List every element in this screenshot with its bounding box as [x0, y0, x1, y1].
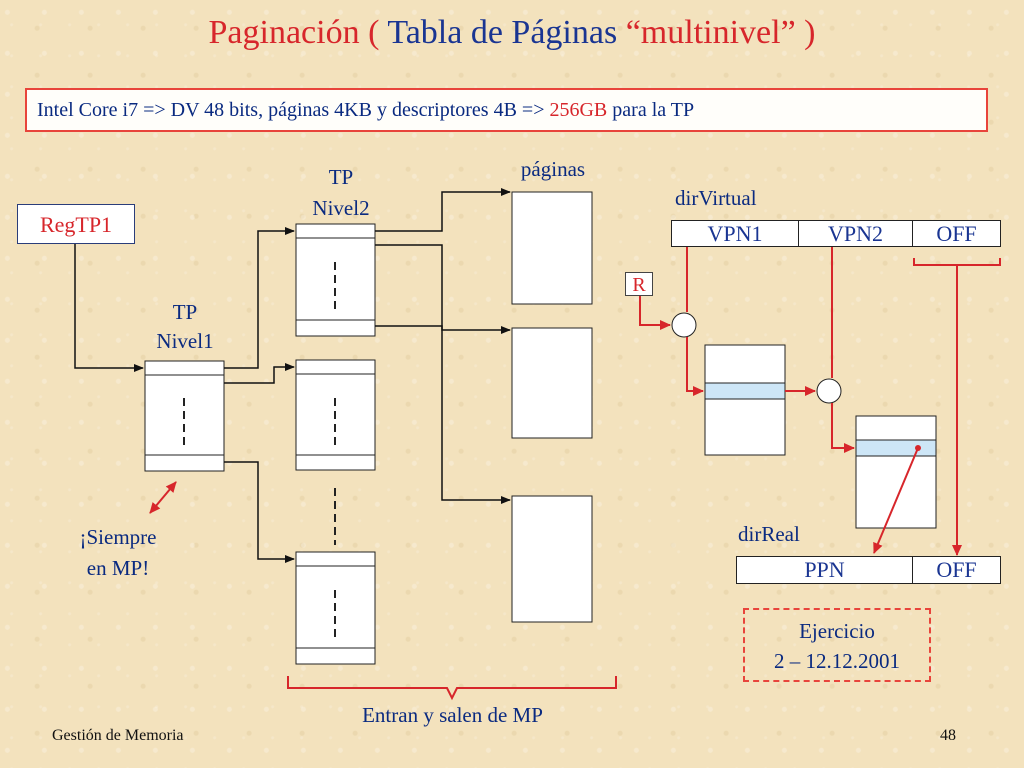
exercise-line-2: 2 – 12.12.2001 — [774, 649, 900, 673]
page-box-2 — [511, 327, 593, 439]
exercise-box: Ejercicio 2 – 12.12.2001 — [743, 608, 931, 682]
dir-real-label: dirReal — [738, 522, 800, 546]
exercise-line-1: Ejercicio — [799, 619, 875, 643]
title-part2: Tabla de Páginas — [387, 14, 626, 51]
entran-salen-label: Entran y salen de MP — [362, 703, 543, 727]
info-text-3: para la TP — [607, 99, 695, 121]
vpn2-field: VPN2 — [798, 220, 913, 247]
translation-table-1 — [704, 344, 786, 456]
paginas-label: páginas — [520, 157, 586, 181]
r-register-box: R — [625, 272, 653, 296]
translation-table-2 — [855, 415, 937, 529]
tp-nivel2-table-1 — [295, 223, 376, 337]
info-box: Intel Core i7 => DV 48 bits, páginas 4KB… — [25, 88, 988, 132]
page-box-3 — [511, 495, 593, 623]
info-text-1: Intel Core i7 => DV 48 bits, páginas 4KB… — [37, 99, 550, 121]
slide-title: Paginación ( Tabla de Páginas “multinive… — [0, 14, 1024, 52]
ppn-field: PPN — [736, 556, 913, 584]
adder-circle-2 — [816, 378, 842, 404]
tp-nivel1-label: TP Nivel1 — [156, 300, 214, 353]
title-part1: Paginación ( — [208, 14, 388, 51]
regtp1-box: RegTP1 — [17, 204, 135, 244]
off-virtual-field: OFF — [912, 220, 1001, 247]
off-real-field: OFF — [912, 556, 1001, 584]
dir-virtual-label: dirVirtual — [675, 186, 757, 210]
info-highlight: 256GB — [549, 99, 608, 121]
page-number: 48 — [940, 727, 956, 744]
adder-circle-1 — [671, 312, 697, 338]
tp-nivel1-table — [144, 360, 225, 472]
tp-nivel2-table-2 — [295, 359, 376, 471]
vpn1-field: VPN1 — [671, 220, 799, 247]
tp-nivel2-label: TP Nivel2 — [312, 165, 370, 220]
page-box-1 — [511, 191, 593, 305]
siempre-en-mp-label: ¡Siempre en MP! — [79, 525, 157, 580]
title-part3: “multinivel” ) — [625, 14, 816, 51]
tp-nivel2-table-3 — [295, 551, 376, 665]
footer-left: Gestión de Memoria — [52, 727, 184, 744]
